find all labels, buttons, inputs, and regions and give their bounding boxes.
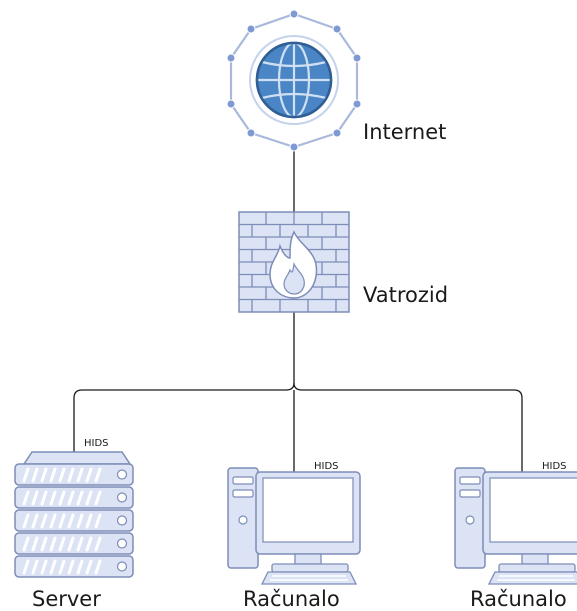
flame-icon [269, 230, 318, 299]
computer1-label: Računalo [243, 587, 340, 611]
firewall-icon [238, 211, 350, 313]
server-icon [14, 451, 134, 578]
computer2-hids-tag: HIDS [542, 461, 567, 472]
computer2-node: HIDS Računalo [454, 461, 577, 611]
computer1-node: HIDS Računalo [227, 461, 361, 611]
connectors [73, 148, 523, 472]
computer2-branch-link [293, 382, 523, 472]
desktop-computer-icon [454, 467, 577, 585]
firewall-node: Vatrozid [238, 211, 448, 313]
desktop-computer-icon [227, 467, 361, 585]
globe-icon [226, 9, 362, 152]
server-hids-tag: HIDS [84, 438, 109, 449]
server-branch-link [73, 382, 295, 452]
internet-node: Internet [226, 9, 446, 152]
internet-label: Internet [363, 120, 446, 144]
computer1-hids-tag: HIDS [314, 461, 339, 472]
firewall-label: Vatrozid [363, 283, 448, 307]
server-node: HIDS Server [14, 438, 134, 611]
server-label: Server [32, 587, 101, 611]
computer2-label: Računalo [470, 587, 567, 611]
